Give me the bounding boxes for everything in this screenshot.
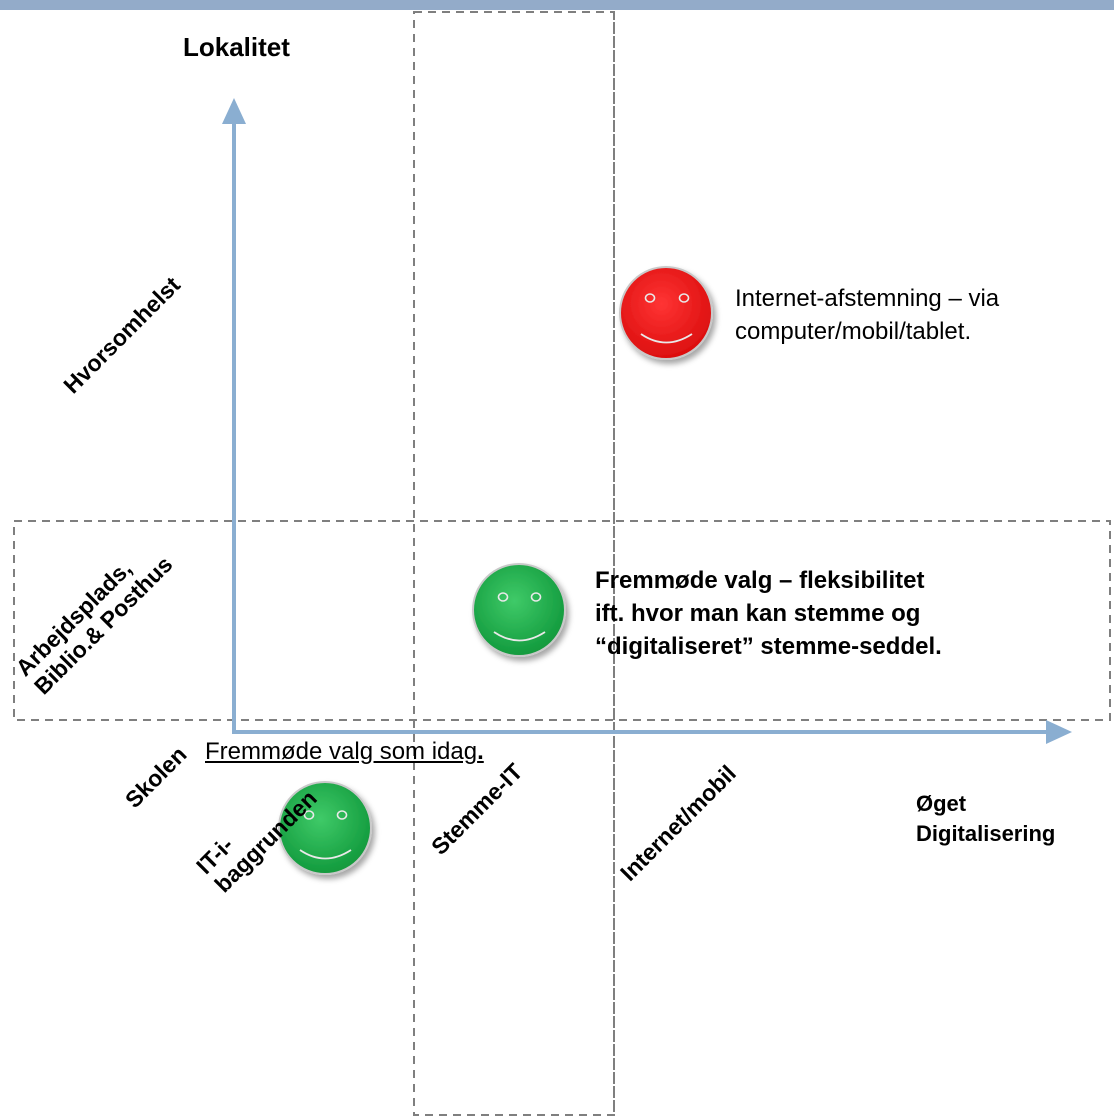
top-accent-bar: [0, 0, 1114, 10]
fremmode-fleksibilitet-line1: Fremmøde valg – fleksibilitet: [595, 567, 925, 594]
row-box-arbejdsplads: [13, 520, 1111, 721]
fremmode-fleksibilitet-line2: ift. hvor man kan stemme og: [595, 600, 921, 627]
fremmode-fleksibilitet-text: Fremmøde valg – fleksibilitet ift. hvor …: [595, 564, 942, 663]
internet-afstemning-text: Internet-afstemning – via computer/mobil…: [735, 282, 999, 348]
x-axis-title: Øget Digitalisering: [916, 789, 1055, 849]
column-box-stemme-it: [413, 11, 615, 1116]
x-axis-arrowhead: [1046, 720, 1072, 744]
fremmode-idag-label: Fremmøde valg som idag: [205, 738, 478, 765]
y-axis-title: Lokalitet: [183, 32, 290, 62]
fremmode-fleksibilitet-line3: “digitaliseret” stemme-seddel.: [595, 633, 942, 660]
smiley-green-middle-icon: [472, 563, 566, 657]
fremmode-idag-text: Fremmøde valg som idag.: [205, 738, 484, 766]
fremmode-idag-period: .: [477, 738, 484, 765]
internet-afstemning-line2: computer/mobil/tablet.: [735, 318, 972, 345]
smiley-red-icon: [619, 266, 713, 360]
x-axis-title-line2: Digitalisering: [916, 821, 1056, 846]
internet-afstemning-line1: Internet-afstemning – via: [735, 285, 1000, 312]
y-axis-arrowhead: [222, 98, 246, 124]
x-axis-title-line1: Øget: [916, 791, 967, 816]
smiley-green-bottom-icon: [278, 781, 372, 875]
